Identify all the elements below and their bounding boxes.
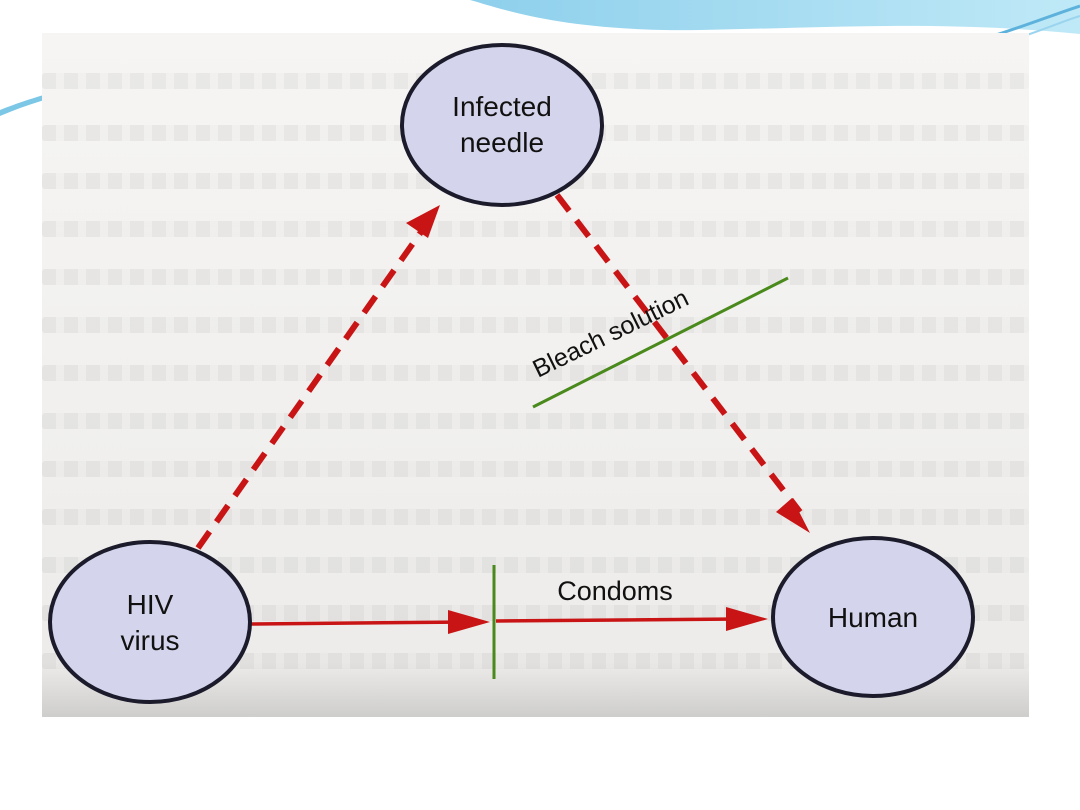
arrowhead-human-dashed [776,498,810,533]
infected-needle-label-line1: Infected [452,91,552,122]
human-label: Human [828,602,918,633]
bleach-barrier-line [532,276,789,409]
arrowhead-barrier [448,610,490,634]
bleed-through-line [42,413,1029,429]
hiv-virus-label-line1: HIV [127,589,174,620]
node-infected-needle [400,43,604,207]
condoms-label: Condoms [557,576,673,606]
bleed-through-line [42,365,1029,381]
bleed-through-line [42,461,1029,477]
node-hiv-virus [48,540,252,704]
arrowhead-human-solid [726,607,768,631]
bleed-through-line [42,653,1029,669]
bleed-through-line [42,221,1029,237]
bleed-through-line [42,317,1029,333]
hiv-virus-label-line2: virus [120,625,179,656]
banner-wave [0,0,1080,34]
arrow-hiv-to-barrier [249,620,471,626]
arrow-needle-to-human [554,193,803,514]
infected-needle-label-line2: needle [460,127,544,158]
node-human [771,536,975,698]
arrow-barrier-to-human [495,617,741,623]
arrow-hiv-to-needle [195,213,436,550]
bleed-through-line [42,557,1029,573]
arrowhead-needle [406,205,440,238]
